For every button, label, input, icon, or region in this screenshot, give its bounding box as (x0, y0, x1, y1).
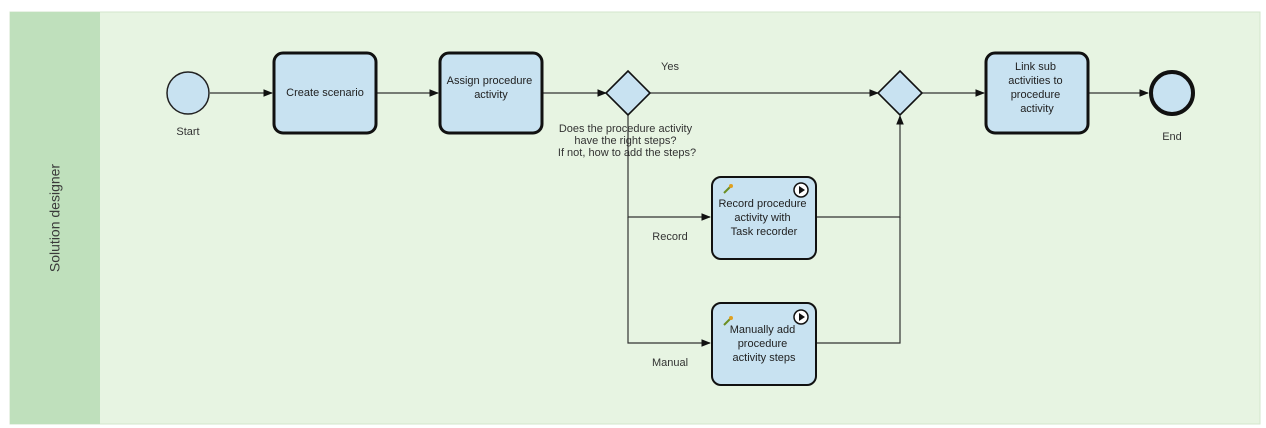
task-manually-add[interactable]: Manually add procedure activity steps (711, 302, 817, 386)
flow-manual-to-merge (816, 217, 901, 344)
task-link-sub-activities[interactable]: Link sub activities to procedure activit… (984, 51, 1090, 135)
end-event[interactable] (1149, 70, 1195, 116)
start-event[interactable] (166, 71, 210, 115)
task-create-scenario-box (272, 51, 378, 135)
exclusive-gateway-merge[interactable] (876, 69, 924, 117)
task-assign-procedure-label: Assign procedure activity (447, 75, 536, 101)
task-record-procedure-label: Record procedure activity with Task reco… (718, 198, 809, 238)
flow-label-manual: Manual (652, 357, 688, 369)
swimlane-label: Solution designer (47, 164, 63, 273)
task-create-scenario-label: Create scenario (286, 87, 364, 99)
end-label: End (1162, 131, 1182, 143)
gateway-question: Does the procedure activity have the rig… (558, 123, 696, 159)
task-assign-procedure-box (438, 51, 544, 135)
flow-manual (627, 217, 711, 347)
play-icon[interactable] (793, 182, 809, 198)
task-assign-procedure[interactable]: Assign procedure activity (438, 51, 544, 135)
start-label: Start (176, 126, 199, 138)
task-icon (723, 184, 733, 194)
flow-label-record: Record (652, 231, 687, 243)
task-record-procedure-box (711, 176, 817, 260)
flow-label-yes: Yes (661, 61, 679, 73)
task-link-sub-box (984, 51, 1090, 135)
task-icon (723, 316, 733, 326)
task-manually-add-box (711, 302, 817, 386)
task-manually-add-label: Manually add procedure activity steps (730, 324, 799, 364)
exclusive-gateway-split[interactable] (604, 69, 652, 117)
task-link-sub-label: Link sub activities to procedure activit… (1008, 61, 1065, 115)
swimlane-header (10, 12, 100, 424)
task-create-scenario[interactable]: Create scenario (272, 51, 378, 135)
task-record-procedure[interactable]: Record procedure activity with Task reco… (711, 176, 817, 260)
play-icon[interactable] (793, 309, 809, 325)
